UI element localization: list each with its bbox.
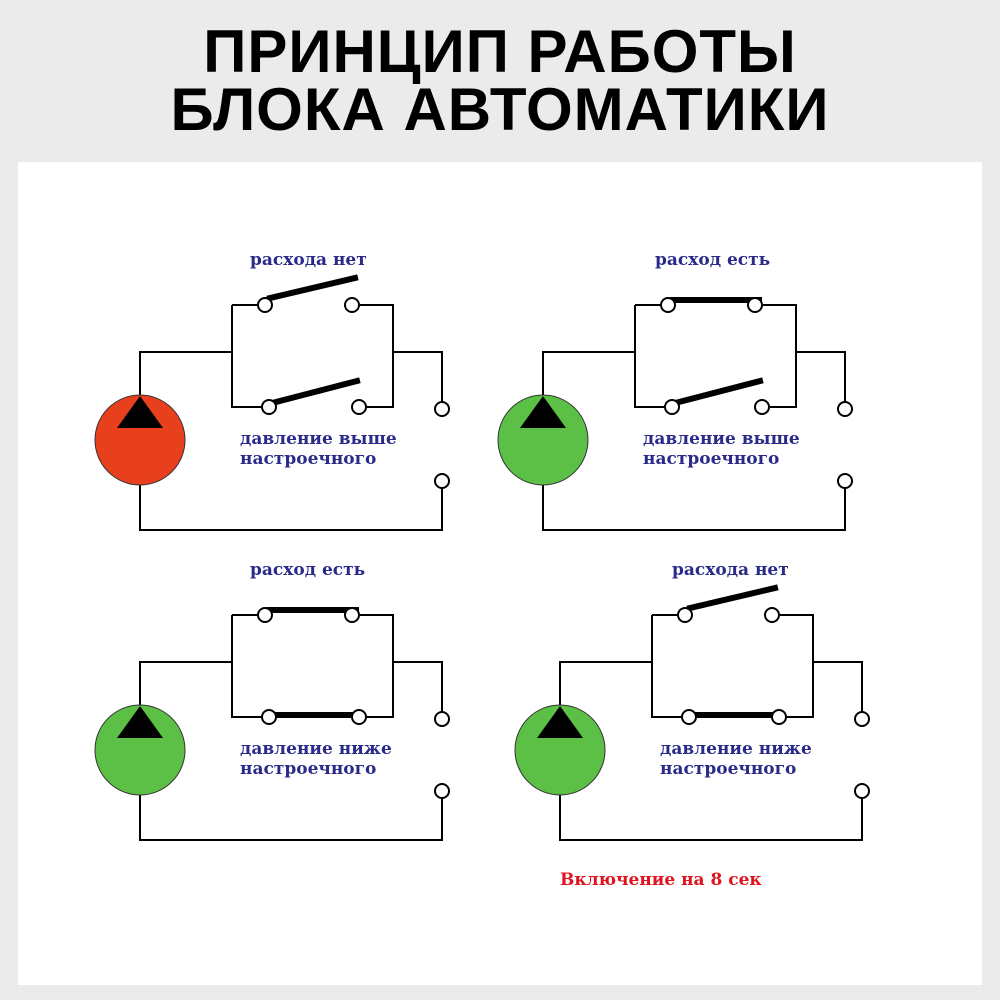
- wire-box-left-bottom: [231, 615, 262, 718]
- pressure-contact-right: [771, 709, 787, 725]
- flow-label: расход есть: [250, 560, 365, 580]
- pressure-contact-left: [261, 709, 277, 725]
- output-contact-top: [434, 711, 450, 727]
- pressure-contact-left: [261, 399, 277, 415]
- pressure-contact-left: [664, 399, 680, 415]
- pump-triangle-icon: [537, 706, 583, 738]
- flow-label: расхода нет: [250, 250, 367, 270]
- flow-contact-left: [257, 297, 273, 313]
- pressure-switch-lever-open: [675, 377, 764, 406]
- flow-contact-right: [764, 607, 780, 623]
- pressure-label-line2: настроечного: [660, 759, 796, 779]
- pressure-label-line1: давление выше: [643, 429, 800, 449]
- pressure-label-line1: давление выше: [240, 429, 397, 449]
- output-contact-bottom: [854, 783, 870, 799]
- wire-box-right: [763, 304, 797, 408]
- flow-contact-left: [677, 607, 693, 623]
- wire-box-right: [360, 304, 394, 408]
- title-line-1: ПРИНЦИП РАБОТЫ: [203, 18, 797, 85]
- pressure-contact-right: [351, 399, 367, 415]
- wire-box-left-bottom: [231, 305, 262, 408]
- startup-note: Включение на 8 сек: [560, 870, 762, 890]
- wire-top-left: [559, 661, 652, 705]
- title-line-2: БЛОКА АВТОМАТИКИ: [170, 76, 830, 143]
- pressure-contact-left: [681, 709, 697, 725]
- flow-label: расход есть: [655, 250, 770, 270]
- wire-bottom-return: [139, 795, 443, 841]
- wire-box-right: [360, 614, 394, 718]
- output-contact-bottom: [837, 473, 853, 489]
- wire-right-to-contact: [813, 661, 863, 712]
- pressure-contact-right: [754, 399, 770, 415]
- wire-box-right: [780, 614, 814, 718]
- wire-top-left: [542, 351, 635, 395]
- output-contact-top: [854, 711, 870, 727]
- flow-switch-lever-open: [266, 274, 359, 302]
- pump-off-icon: [94, 394, 186, 486]
- pump-on-icon: [94, 704, 186, 796]
- flow-contact-left: [660, 297, 676, 313]
- flow-contact-right: [344, 607, 360, 623]
- pressure-label-line2: настроечного: [240, 759, 376, 779]
- output-contact-top: [434, 401, 450, 417]
- wire-right-to-contact: [393, 661, 443, 712]
- flow-contact-left: [257, 607, 273, 623]
- diagram-panel: [18, 162, 982, 985]
- output-contact-top: [837, 401, 853, 417]
- output-contact-bottom: [434, 473, 450, 489]
- pressure-label-line2: настроечного: [643, 449, 779, 469]
- pressure-switch-lever-open: [272, 377, 361, 406]
- pressure-label-line2: настроечного: [240, 449, 376, 469]
- pressure-contact-right: [351, 709, 367, 725]
- wire-bottom-return: [139, 485, 443, 531]
- circuit-panel-4: расхода нет давление ниженастроечногоВклю…: [514, 560, 870, 890]
- wire-top-left: [139, 351, 232, 395]
- flow-contact-right: [747, 297, 763, 313]
- pressure-label-line1: давление ниже: [660, 739, 812, 759]
- flow-switch-lever-open: [686, 584, 779, 612]
- flow-contact-right: [344, 297, 360, 313]
- pump-on-icon: [497, 394, 589, 486]
- pump-triangle-icon: [520, 396, 566, 428]
- pressure-label-line1: давление ниже: [240, 739, 392, 759]
- wire-right-to-contact: [796, 351, 846, 402]
- wire-bottom-return: [559, 795, 863, 841]
- wire-box-left-bottom: [651, 615, 682, 718]
- pump-triangle-icon: [117, 396, 163, 428]
- wire-box-left-bottom: [634, 305, 665, 408]
- wire-right-to-contact: [393, 351, 443, 402]
- pump-on-icon: [514, 704, 606, 796]
- pump-triangle-icon: [117, 706, 163, 738]
- output-contact-bottom: [434, 783, 450, 799]
- wire-bottom-return: [542, 485, 846, 531]
- flow-label: расхода нет: [672, 560, 789, 580]
- wire-top-left: [139, 661, 232, 705]
